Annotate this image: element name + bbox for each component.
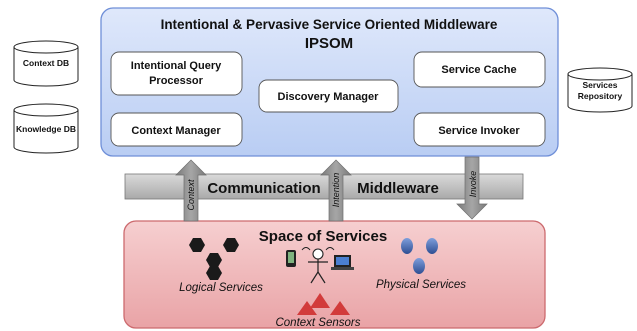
physical-service-icon: [426, 238, 438, 254]
space-of-services-title: Space of Services: [259, 228, 387, 245]
invoke-arrow-label: Invoke: [468, 171, 478, 198]
physical-service-icon: [413, 258, 425, 274]
intention-arrow-label: Intention: [331, 173, 341, 208]
hexagon-icon: [206, 266, 222, 280]
ipsom-middleware-box: Intentional & Pervasive Service Oriented…: [100, 7, 559, 157]
context-arrow-label: Context: [186, 179, 196, 211]
context-manager-label: Context Manager: [131, 125, 221, 137]
physical-services-label: Physical Services: [376, 279, 466, 291]
physical-service-icon: [401, 238, 413, 254]
context-db-label: Context DB: [23, 58, 69, 68]
intentional-query-processor-label-line1: Intentional Query: [131, 60, 222, 72]
service-cache-box: Service Cache: [413, 51, 546, 88]
intention-arrow: Intention: [320, 159, 352, 222]
physical-services-blobs: [401, 238, 438, 274]
sensor-icon: [310, 293, 330, 308]
hexagon-icon: [223, 238, 239, 252]
middleware-title: Intentional & Pervasive Service Oriented…: [161, 17, 498, 32]
sensor-icon: [330, 301, 350, 315]
context-arrow: Context: [175, 159, 207, 222]
context-sensors-triangles: [297, 293, 350, 315]
communication-label: Communication: [207, 180, 320, 197]
context-manager-box: Context Manager: [110, 112, 243, 147]
logical-services-hexagons: [189, 238, 239, 280]
service-invoker-box: Service Invoker: [413, 112, 546, 147]
services-repository-label-line1: Services: [583, 80, 618, 90]
space-of-services-box: Space of Services Logical Services: [123, 220, 546, 329]
invoke-arrow: Invoke: [456, 156, 488, 220]
user-with-devices-icon: [286, 247, 354, 284]
context-sensors-label: Context Sensors: [275, 317, 360, 329]
services-repository-label-line2: Repository: [578, 91, 623, 101]
middleware-acronym: IPSOM: [305, 35, 353, 52]
knowledge-db-cylinder: Knowledge DB: [13, 103, 79, 154]
hexagon-icon: [206, 253, 222, 267]
service-invoker-label: Service Invoker: [438, 125, 520, 137]
hexagon-icon: [189, 238, 205, 252]
intentional-query-processor-label-line2: Processor: [149, 75, 204, 87]
sensor-icon: [297, 301, 317, 315]
context-db-cylinder: Context DB: [13, 40, 79, 87]
discovery-manager-box: Discovery Manager: [258, 79, 399, 113]
intentional-query-processor-box: Intentional Query Processor: [110, 51, 243, 96]
knowledge-db-label: Knowledge DB: [16, 124, 76, 134]
services-repository-cylinder: Services Repository: [567, 67, 633, 113]
middleware-label: Middleware: [357, 180, 439, 197]
service-cache-label: Service Cache: [441, 64, 516, 76]
logical-services-label: Logical Services: [179, 282, 263, 294]
discovery-manager-label: Discovery Manager: [278, 91, 380, 103]
